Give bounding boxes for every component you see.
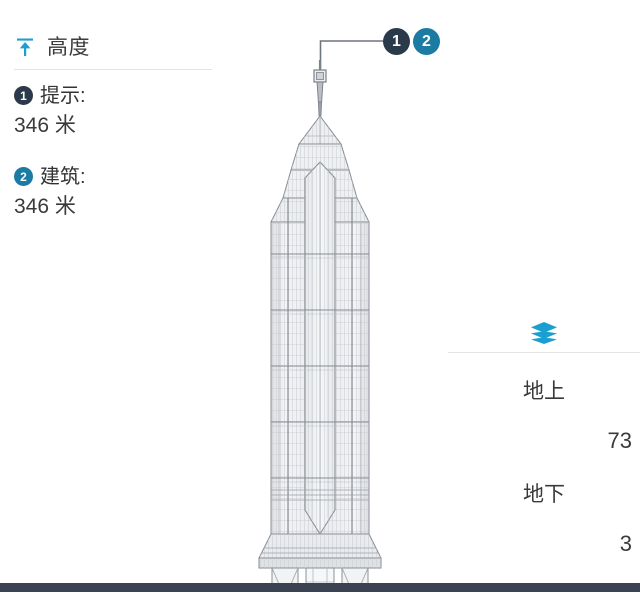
height-panel-divider: [14, 69, 212, 70]
height-entry-tip-label: 提示:: [40, 84, 86, 107]
height-arrow-icon: [14, 36, 36, 58]
height-entry-tip: 1 提示: 346 米: [0, 83, 232, 136]
layers-icon: [529, 321, 559, 345]
below-ground-value: 3: [619, 531, 632, 555]
height-panel: 高度 1 提示: 346 米 2 建筑: 346 米: [0, 32, 232, 217]
floors-panel-header: [448, 320, 640, 346]
height-entry-tip-value: 346 米: [14, 114, 76, 137]
height-panel-header: 高度: [0, 32, 232, 62]
height-entry-building-row: 2 建筑:: [14, 164, 232, 189]
badge-2-icon: 2: [14, 167, 33, 186]
above-ground-label: 地上: [523, 380, 565, 403]
above-ground-value: 73: [607, 428, 632, 453]
height-entry-building: 2 建筑: 346 米: [0, 164, 232, 217]
skyscraper-elevation-drawing: [248, 58, 396, 592]
height-entry-building-label: 建筑:: [40, 165, 86, 188]
badge-1-icon: 1: [14, 86, 33, 105]
callout-badge-2[interactable]: 2: [413, 28, 440, 55]
floors-panel: 地上 73 地下 3: [448, 320, 640, 555]
height-entry-tip-row: 1 提示:: [14, 83, 232, 108]
ground-line: [0, 583, 640, 592]
floors-panel-divider: [448, 352, 640, 353]
height-panel-title: 高度: [47, 35, 90, 59]
height-entry-building-value: 346 米: [14, 195, 76, 218]
callout-badge-1[interactable]: 1: [383, 28, 410, 55]
below-ground-label: 地下: [523, 483, 565, 506]
